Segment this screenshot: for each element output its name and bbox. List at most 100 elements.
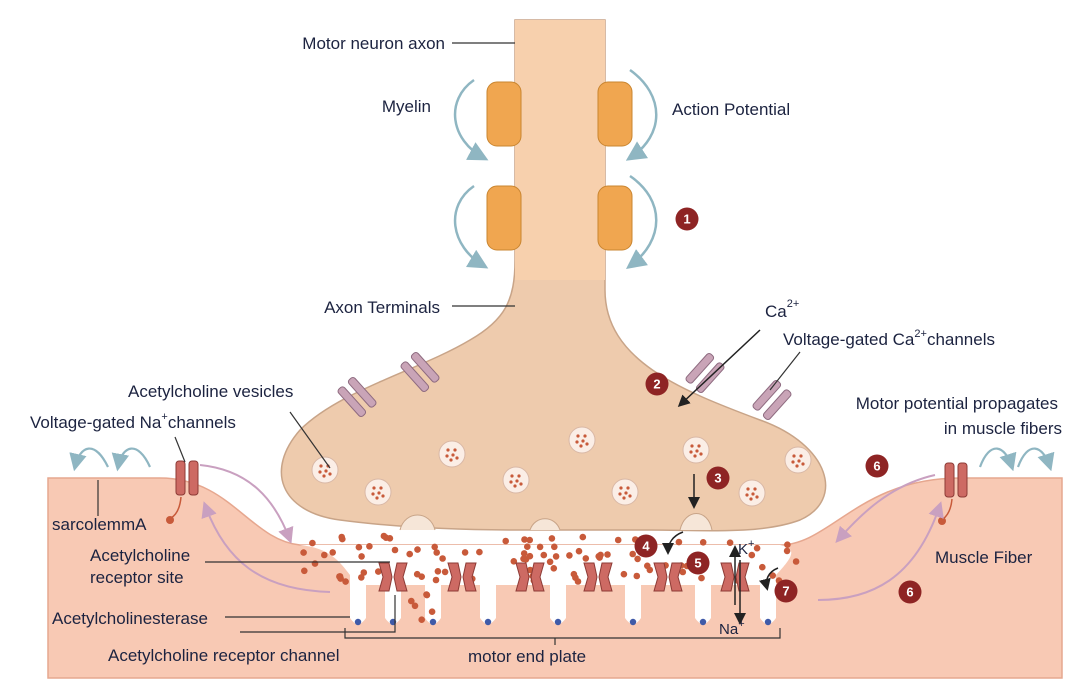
propagation-arrow	[1016, 447, 1055, 472]
label-acetylcholinesterase: Acetylcholinesterase	[52, 609, 208, 628]
acetylcholine-dot	[596, 554, 603, 561]
acetylcholine-dot	[413, 570, 421, 578]
myelin-sheath-left-2	[486, 185, 522, 251]
label-voltage-gated-ca-channels: Voltage-gated Ca2+channels	[783, 328, 995, 349]
vesicle-group	[311, 426, 812, 507]
exocytosis-bump	[529, 518, 561, 531]
label-motor-neuron-axon: Motor neuron axon	[302, 34, 445, 53]
acetylcholine-dot	[502, 537, 510, 545]
acetylcholine-dot	[428, 608, 436, 615]
label-action-potential: Action Potential	[672, 100, 790, 119]
action-potential-arrow	[625, 68, 658, 161]
acetylcholine-dot	[582, 555, 590, 562]
na-channel-left	[175, 460, 199, 496]
acetylcholinesterase-dot	[554, 618, 562, 626]
acetylcholine-dot	[432, 576, 440, 584]
acetylcholine-dot	[431, 543, 439, 551]
label-ach-receptor-channel: Acetylcholine receptor channel	[108, 646, 340, 665]
acetylcholine-dot	[309, 539, 316, 547]
step-badge-7: 7	[774, 579, 798, 603]
exocytosis-bump	[679, 513, 713, 531]
myelin-sheath-right-2	[597, 185, 633, 251]
ca-channel	[337, 376, 377, 418]
ca-channel	[685, 352, 725, 394]
na-ion-path	[942, 498, 953, 520]
acetylcholine-dot	[366, 543, 373, 550]
label-k-ion: K+	[738, 538, 754, 558]
acetylcholine-receptor	[515, 562, 545, 592]
svg-text:1: 1	[683, 212, 690, 227]
acetylcholine-dot	[769, 572, 776, 579]
acetylcholine-dot	[300, 549, 307, 556]
acetylcholine-vesicle	[738, 479, 766, 507]
acetylcholine-dot	[391, 546, 399, 554]
svg-text:6: 6	[873, 459, 880, 474]
label-acetylcholine-vesicles: Acetylcholine vesicles	[128, 382, 293, 401]
acetylcholine-dot	[552, 553, 560, 560]
action-potential-arrow	[453, 184, 489, 269]
acetylcholinesterase-dot	[764, 618, 772, 626]
ca-channel	[752, 379, 792, 421]
ca-channel	[400, 351, 440, 393]
acetylcholine-dot	[423, 591, 431, 599]
acetylcholine-dot	[634, 555, 641, 563]
step-badge-1: 1	[675, 207, 699, 231]
acetylcholine-dot	[550, 565, 558, 572]
acetylcholine-vesicle	[438, 440, 466, 468]
acetylcholine-dot	[783, 547, 791, 555]
acetylcholinesterase-dots	[354, 618, 772, 626]
acetylcholine-dot	[521, 536, 528, 543]
svg-text:4: 4	[642, 539, 650, 554]
label-ach-receptor-site-1: Acetylcholine	[90, 546, 190, 565]
acetylcholine-dot	[441, 568, 449, 576]
acetylcholine-dot	[411, 602, 419, 610]
acetylcholine-dot	[575, 547, 583, 555]
leader-line	[289, 411, 331, 469]
acetylcholine-dot	[726, 539, 734, 546]
leader-line	[174, 436, 186, 463]
label-in-muscle-fibers: in muscle fibers	[944, 419, 1062, 438]
receptor-group	[378, 562, 750, 592]
acetylcholinesterase-dot	[484, 618, 492, 626]
label-voltage-gated-na-channels: Voltage-gated Na+channels	[30, 411, 236, 432]
acetylcholine-dot	[629, 550, 636, 558]
acetylcholinesterase-dot	[354, 618, 362, 626]
propagation-arrow	[978, 447, 1017, 472]
svg-text:2: 2	[653, 377, 660, 392]
step-badge-6: 6	[898, 580, 922, 604]
flow-arrow	[817, 501, 944, 601]
step-badge-2: 2	[645, 372, 669, 396]
propagation-arrow	[69, 447, 109, 472]
acetylcholine-dot	[748, 551, 756, 559]
motor-neuron-axon	[515, 20, 605, 280]
acetylcholine-dot	[355, 543, 363, 551]
acetylcholine-dot	[633, 572, 641, 580]
step-badge-5: 5	[686, 551, 710, 575]
label-ach-receptor-site-2: receptor site	[90, 568, 184, 587]
acetylcholine-dot	[520, 550, 528, 557]
acetylcholine-dots	[300, 532, 800, 623]
acetylcholine-dot	[439, 555, 446, 562]
acetylcholine-dot	[339, 535, 346, 543]
acetylcholine-dot	[579, 533, 587, 541]
acetylcholine-vesicle	[502, 466, 530, 494]
acetylcholine-dot	[614, 536, 622, 544]
acetylcholine-dot	[524, 543, 531, 550]
acetylcholine-dot	[380, 532, 388, 540]
myelin-sheath-left-1	[486, 81, 522, 147]
acetylcholine-dot	[526, 536, 533, 544]
svg-text:5: 5	[694, 556, 701, 571]
acetylcholine-receptor	[447, 562, 477, 592]
acetylcholine-dot	[375, 568, 382, 575]
acetylcholine-dot	[311, 560, 319, 567]
acetylcholine-dot	[759, 563, 766, 571]
acetylcholine-dot	[675, 538, 683, 546]
acetylcholine-vesicle	[682, 436, 710, 464]
acetylcholine-dot	[414, 546, 421, 553]
acetylcholine-dot	[753, 544, 761, 552]
action-potential-arrow	[453, 78, 489, 161]
acetylcholine-dot	[574, 578, 582, 585]
action-potential-arrow	[625, 174, 658, 269]
step-badge-3: 3	[706, 466, 730, 490]
